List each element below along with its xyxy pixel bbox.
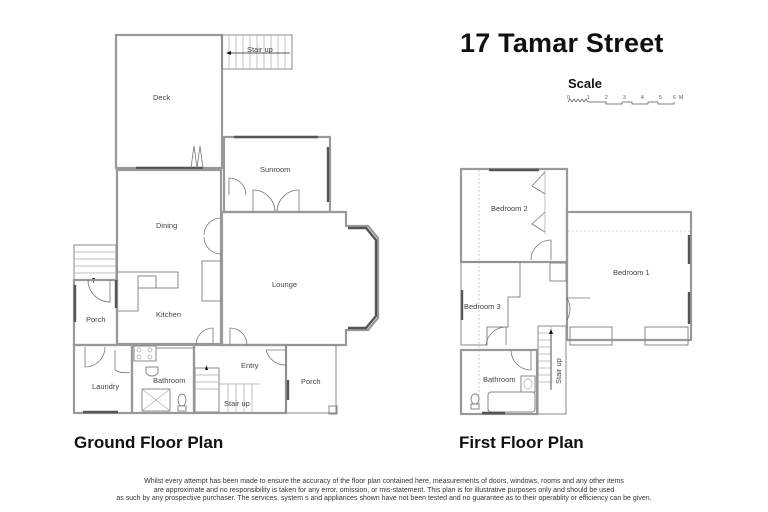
sunroom-label: Sunroom — [260, 165, 290, 174]
first-stair-area: Stair up — [537, 325, 567, 415]
entry-stair-label: Stair up — [224, 399, 250, 408]
lounge-entry-doors[interactable] — [195, 327, 248, 346]
kitchen-bench — [118, 271, 179, 312]
bathroom-basin — [145, 366, 159, 377]
bedroom1-label: Bedroom 1 — [613, 268, 650, 277]
porch-right-area: Porch — [285, 344, 338, 415]
kitchen-label: Kitchen — [156, 310, 181, 319]
porch-left-door[interactable] — [87, 279, 111, 303]
bedroom1-area: Bedroom 1 — [565, 210, 693, 346]
kitchen-sink — [137, 275, 157, 289]
scale-tick-3: 3 — [623, 95, 626, 101]
scale-label: Scale — [568, 76, 602, 91]
deck-label: Deck — [153, 93, 170, 102]
laundry-label: Laundry — [92, 382, 119, 391]
disclaimer: Whilst every attempt has been made to en… — [0, 478, 768, 504]
shower — [141, 388, 171, 412]
bathroom-label: Bathroom — [153, 376, 186, 385]
scale-tick-2: 2 — [605, 95, 608, 101]
deck-stair-treads — [228, 35, 286, 69]
first-bathroom-door[interactable] — [510, 349, 532, 371]
scale-segment-0-1 — [567, 98, 596, 103]
dining-lounge-doors[interactable] — [203, 217, 222, 255]
bedroom1-wardrobes — [569, 326, 689, 346]
entry-stair-arrow-icon — [205, 365, 208, 370]
lounge-bay-window — [348, 226, 378, 330]
disclaimer-line-2: are approximate and no responsibility is… — [153, 486, 615, 494]
sunroom-door[interactable] — [228, 177, 247, 196]
bedroom1-door[interactable] — [566, 297, 590, 321]
scale-tick-0: 0 — [567, 95, 570, 101]
scale-bar: 0 1 2 3 4 5 6 M — [567, 95, 683, 105]
first-stair-outline — [537, 325, 567, 415]
entry-label: Entry — [241, 361, 259, 370]
first-bathroom-label: Bathroom — [483, 375, 516, 384]
disclaimer-line-1: Whilst every attempt has been made to en… — [144, 478, 624, 485]
porch-right-label: Porch — [301, 377, 321, 386]
disclaimer-line-3: as such by any prospective purchaser. Th… — [116, 495, 652, 503]
first-bathroom-area: Bathroom — [459, 348, 539, 416]
bedroom1-outline — [565, 210, 693, 342]
deck-stair-label: Stair up — [247, 45, 273, 54]
ground-floor-title: Ground Floor Plan — [74, 433, 224, 452]
porch-post — [328, 405, 338, 415]
laundry-door[interactable] — [84, 346, 106, 368]
hallway-area: Bedroom 3 — [460, 261, 567, 346]
property-address-title: 17 Tamar Street — [460, 28, 664, 58]
shower-drain — [141, 388, 171, 412]
bedroom3-outline — [460, 261, 521, 346]
first-stair-arrow-icon — [549, 329, 553, 334]
lounge-label: Lounge — [272, 280, 297, 289]
porch-right-outline — [285, 344, 337, 414]
bedroom2-door[interactable] — [530, 239, 552, 261]
porch-left-label: Porch — [86, 315, 106, 324]
scale-tick-5: 5 — [659, 95, 662, 101]
scale-tick-6: 6 — [673, 95, 676, 101]
scale-tick-4: 4 — [641, 95, 644, 101]
deck-stair-arrow-icon — [226, 51, 231, 55]
bedroom3-label: Bedroom 3 — [464, 302, 501, 311]
dining-label: Dining — [156, 221, 177, 230]
scale-segment-3-6 — [622, 101, 675, 105]
bedroom3-door[interactable] — [485, 326, 507, 346]
deck-bifold-door[interactable] — [190, 145, 204, 169]
first-stair-label: Stair up — [554, 358, 563, 384]
bedroom2-label: Bedroom 2 — [491, 204, 528, 213]
first-bathroom-basin — [520, 375, 536, 393]
bathroom-door[interactable] — [114, 350, 131, 374]
stove — [133, 345, 157, 362]
scale-segment-1-3 — [596, 101, 623, 105]
first-floor-title: First Floor Plan — [459, 433, 584, 452]
scale-tick-1: 1 — [587, 95, 590, 101]
hall-cupboard — [549, 262, 567, 282]
scale-unit: M — [679, 95, 683, 101]
toilet-cistern — [177, 405, 187, 412]
first-toilet — [470, 393, 480, 405]
sunroom-french-doors[interactable] — [252, 189, 300, 213]
bathtub — [487, 391, 536, 413]
deck-area: Stair up Deck — [114, 33, 293, 170]
bedroom2-wardrobe-doors[interactable] — [531, 171, 546, 233]
